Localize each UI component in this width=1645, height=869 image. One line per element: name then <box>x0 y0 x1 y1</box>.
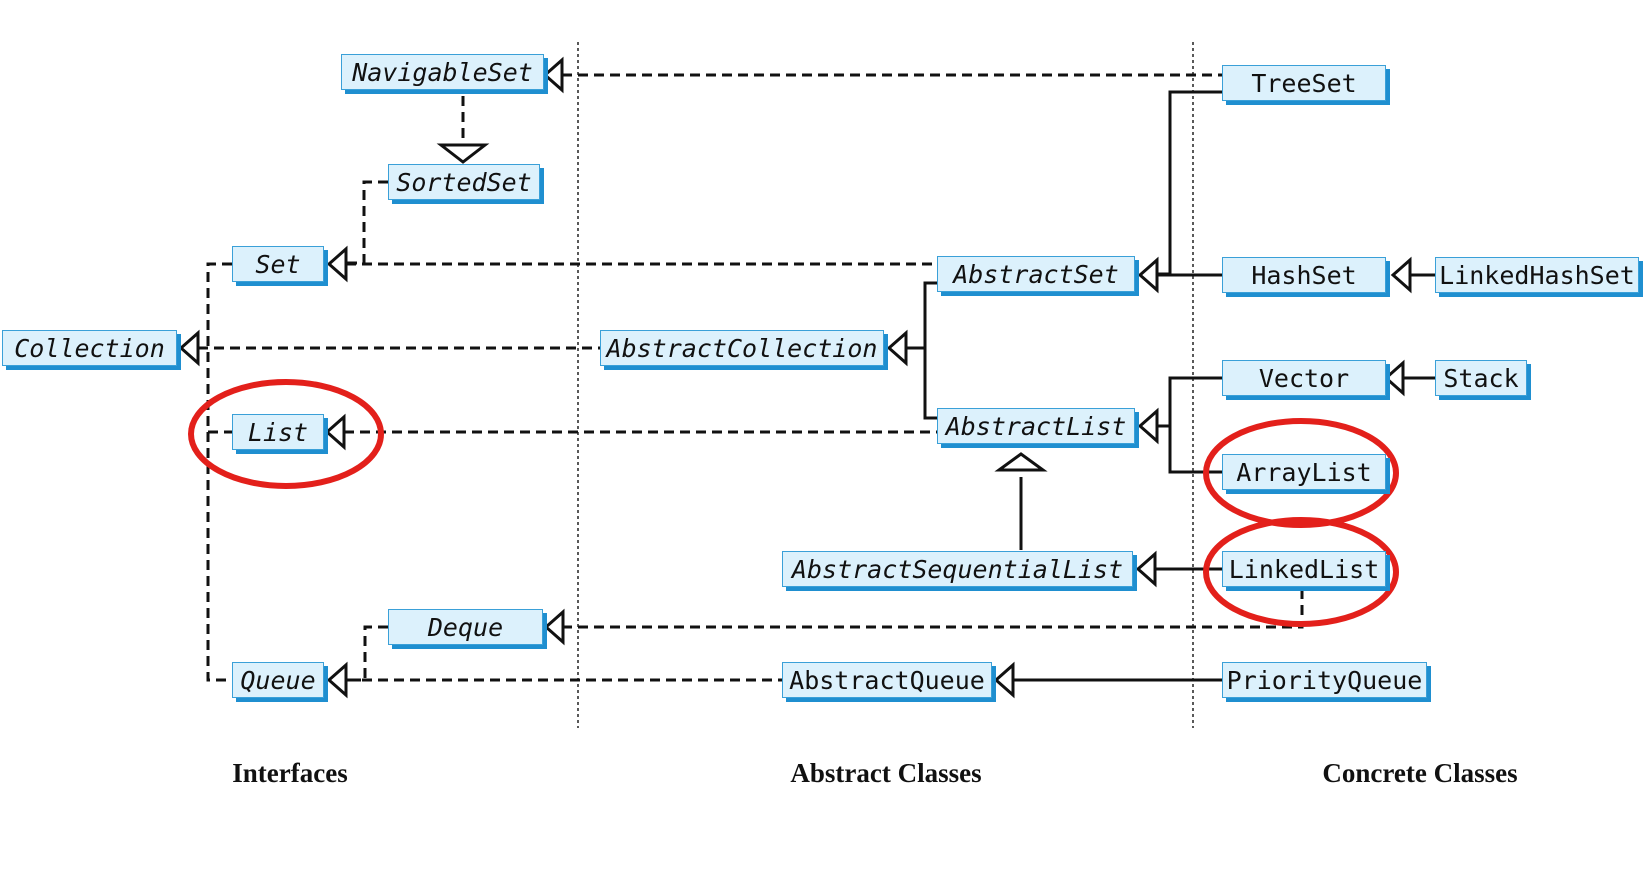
column-label-interfaces: Interfaces <box>232 758 348 788</box>
node-sorted-set: SortedSet <box>388 164 540 200</box>
column-label-abstract-classes: Abstract Classes <box>790 758 982 788</box>
arrowhead-abstractsequentiallist <box>1135 550 1157 588</box>
node-set: Set <box>232 246 324 282</box>
arrowhead-deque <box>543 608 565 646</box>
vector-arraylist-join <box>1168 376 1222 474</box>
arrowhead-abstractlist-bottom <box>994 452 1048 472</box>
node-navigable-set: NavigableSet <box>341 54 544 90</box>
node-stack: Stack <box>1435 360 1527 396</box>
node-list: List <box>232 414 324 450</box>
node-deque: Deque <box>388 609 543 645</box>
abstractset-abstractlist-join <box>923 281 937 420</box>
node-abstract-list: AbstractList <box>937 408 1135 444</box>
node-hash-set: HashSet <box>1222 257 1386 293</box>
node-vector: Vector <box>1222 360 1386 396</box>
arrowhead-list <box>324 413 346 451</box>
collection-subinterface-bus <box>206 262 232 682</box>
arrowhead-abstractcollection <box>886 329 908 367</box>
arrowhead-abstractset <box>1137 256 1159 294</box>
arrowhead-collection <box>178 329 200 367</box>
linkedlist-deque-link <box>563 589 1304 629</box>
node-abstract-sequential-list: AbstractSequentialList <box>782 551 1133 587</box>
arrowhead-set <box>326 245 348 283</box>
column-label-concrete-classes: Concrete Classes <box>1322 758 1518 788</box>
arrowhead-abstractlist <box>1137 407 1159 445</box>
sortedset-set-link <box>346 180 388 265</box>
node-abstract-set: AbstractSet <box>937 256 1135 292</box>
node-collection: Collection <box>2 330 177 366</box>
node-linked-list: LinkedList <box>1222 551 1386 587</box>
arrowhead-queue <box>326 661 348 699</box>
treeset-abstractset-link <box>1157 90 1222 276</box>
arrowhead-vector <box>1383 359 1405 397</box>
arrowhead-abstractqueue <box>993 661 1015 699</box>
node-abstract-collection: AbstractCollection <box>600 330 884 366</box>
node-linked-hash-set: LinkedHashSet <box>1435 257 1639 293</box>
highlight-arraylist <box>1203 418 1399 528</box>
highlight-linkedlist <box>1203 517 1399 627</box>
arrowhead-sortedset <box>436 143 490 164</box>
highlight-list <box>188 379 384 489</box>
deque-queue-link <box>346 625 388 682</box>
node-priority-queue: PriorityQueue <box>1222 662 1427 698</box>
node-abstract-queue: AbstractQueue <box>782 662 992 698</box>
arrowhead-navigableset <box>542 56 564 94</box>
arrowhead-hashset <box>1390 256 1412 294</box>
node-array-list: ArrayList <box>1222 454 1386 490</box>
node-tree-set: TreeSet <box>1222 65 1386 101</box>
node-queue: Queue <box>232 662 324 698</box>
